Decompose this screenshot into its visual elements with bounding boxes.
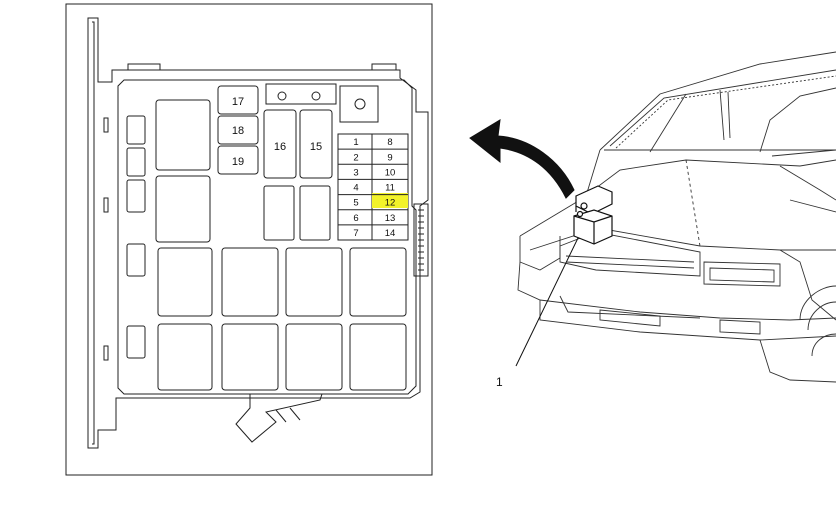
relay-19: 19 bbox=[217, 145, 259, 175]
left-slots bbox=[126, 115, 146, 359]
fuse-box-body bbox=[87, 17, 429, 449]
relay-18: 18 bbox=[217, 115, 259, 145]
curved-arrow-icon bbox=[469, 119, 575, 199]
callout-label: 1 bbox=[496, 375, 503, 389]
fuse-right-12: 12 bbox=[385, 198, 396, 209]
fuse-rows: 1 8 2 9 3 10 4 11 5 12 6 13 7 14 bbox=[338, 137, 408, 239]
relay-15-label: 15 bbox=[310, 141, 322, 153]
fuse-right-10: 10 bbox=[385, 167, 396, 178]
screw-icon bbox=[311, 91, 321, 101]
large-cavities bbox=[155, 99, 407, 391]
callout-leader-line bbox=[515, 237, 579, 367]
illustration-frame bbox=[65, 3, 433, 476]
fuse-left-2: 2 bbox=[353, 152, 358, 163]
highlighted-fuse bbox=[372, 193, 408, 208]
relay-19-label: 19 bbox=[232, 156, 244, 168]
fuse-right-14: 14 bbox=[385, 228, 396, 239]
screw-terminals bbox=[265, 83, 379, 123]
fuse-left-7: 7 bbox=[353, 228, 358, 239]
flange-slot bbox=[103, 197, 109, 213]
vehicle-outline bbox=[517, 51, 836, 383]
fuse-left-6: 6 bbox=[353, 213, 358, 224]
fuse-right-11: 11 bbox=[385, 183, 395, 194]
fuse-left-1: 1 bbox=[353, 137, 358, 148]
pointer-arrow bbox=[469, 119, 575, 199]
relay-16-label: 16 bbox=[274, 141, 286, 153]
fuse-block: 1 8 2 9 3 10 4 11 5 12 6 13 7 14 bbox=[337, 133, 409, 241]
fuse-right-13: 13 bbox=[385, 213, 396, 224]
relay-15: 15 bbox=[299, 109, 333, 179]
relay-17-label: 17 bbox=[232, 96, 244, 108]
screw-icon bbox=[354, 98, 366, 110]
screw-icon bbox=[277, 91, 287, 101]
relay-17: 17 bbox=[217, 85, 259, 115]
vehicle-fuse-box bbox=[573, 185, 613, 245]
flange-slot bbox=[103, 117, 109, 133]
fuse-right-9: 9 bbox=[387, 152, 392, 163]
relay-18-label: 18 bbox=[232, 125, 244, 137]
fuse-left-5: 5 bbox=[353, 198, 358, 209]
flange-slot bbox=[103, 345, 109, 361]
fuse-left-4: 4 bbox=[353, 183, 358, 194]
relay-16: 16 bbox=[263, 109, 297, 179]
fuse-left-3: 3 bbox=[353, 167, 358, 178]
fuse-right-8: 8 bbox=[387, 137, 392, 148]
mounting-flange bbox=[87, 17, 429, 449]
